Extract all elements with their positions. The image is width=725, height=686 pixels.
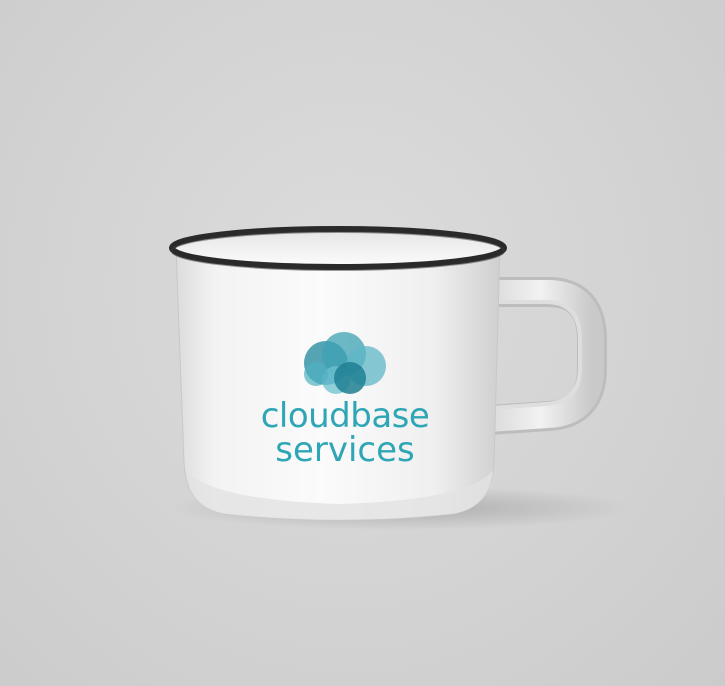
brand-name-line-1: cloudbase <box>260 396 430 436</box>
mug-interior <box>176 232 500 264</box>
cloud-icon <box>304 332 386 394</box>
mug-rim <box>169 226 507 270</box>
brand-name-line-2: services <box>275 430 415 470</box>
mug-handle <box>473 277 607 435</box>
